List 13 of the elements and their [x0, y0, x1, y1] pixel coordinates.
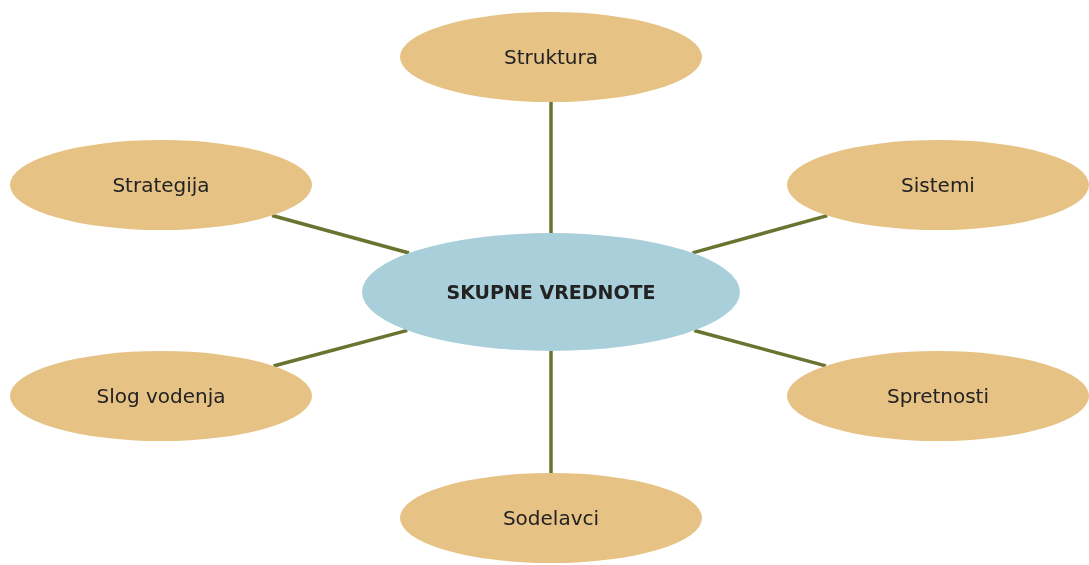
node-label: Spretnosti: [886, 384, 990, 408]
connector-line: [273, 328, 408, 368]
node-label: Slog vodenja: [96, 384, 226, 408]
node-label: Strategija: [112, 173, 210, 197]
node-label: Sistemi: [901, 173, 975, 197]
connector-line: [692, 213, 828, 255]
node-label: Sodelavci: [502, 506, 600, 530]
connector-line: [271, 213, 410, 255]
node-label: Struktura: [504, 45, 598, 69]
node-label: SKUPNE VREDNOTE: [446, 281, 656, 303]
connector-line: [693, 328, 827, 368]
connector-line: [549, 102, 553, 233]
connector-line: [549, 351, 553, 473]
